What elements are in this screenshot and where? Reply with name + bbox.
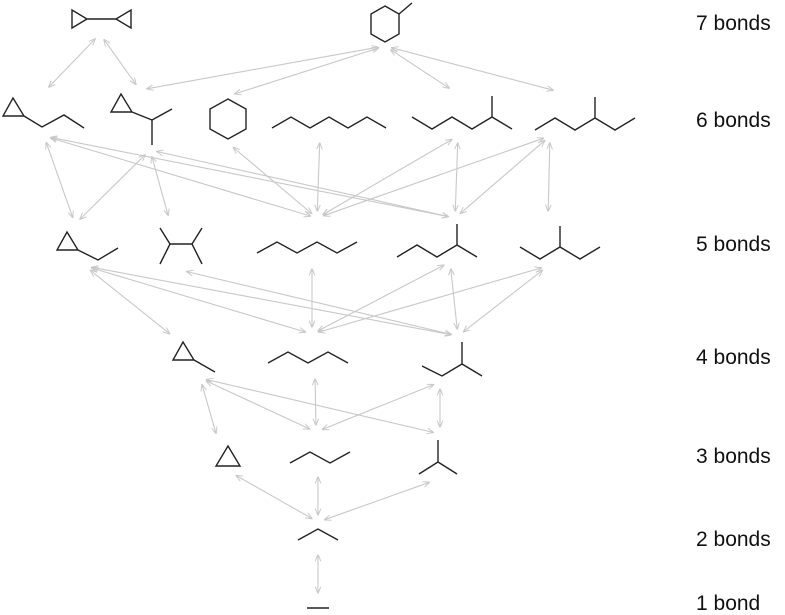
level-label-7-bonds: 7 bonds — [696, 12, 771, 35]
molecule-isopropylcyclopropane — [109, 92, 173, 145]
arrow-2-3-dimethylbutane-to-2-methylbutane — [187, 272, 451, 335]
molecule-propane — [297, 528, 339, 541]
molecule-hexane — [256, 241, 358, 254]
arrow-isobutane-to-propane — [325, 482, 430, 519]
molecule-butane — [289, 451, 351, 464]
molecule-layer — [1, 2, 636, 609]
molecule-3-methylpentane — [519, 226, 601, 260]
molecule-ethylcyclopropane — [55, 230, 119, 261]
molecule-bicyclopropyl — [71, 8, 132, 30]
arrow-layer — [46, 39, 553, 593]
level-label-4-bonds: 4 bonds — [696, 346, 771, 369]
arrow-ethylcyclopropane-to-2-methylbutane — [92, 267, 451, 334]
arrow-3-methylpentane-to-pentane — [319, 268, 542, 332]
molecule-cyclohexane — [209, 98, 247, 140]
molecule-pentane — [267, 351, 349, 364]
level-label-2-bonds: 2 bonds — [696, 528, 771, 551]
molecule-heptane — [271, 116, 387, 129]
arrow-methylcyclohexane-to-cyclohexane — [235, 48, 379, 94]
arrow-bicyclopropyl-to-propylcyclopropane — [49, 39, 95, 87]
arrow-2-methylpentane-to-pentane — [318, 265, 444, 331]
molecule-methylcyclohexane — [370, 2, 413, 43]
arrow-cyclohexane-to-hexane — [233, 148, 311, 214]
molecule-cyclopropane — [214, 444, 242, 467]
level-label-5-bonds: 5 bonds — [696, 233, 771, 256]
arrow-3-methylhexane-to-3-methylpentane — [548, 143, 550, 211]
arrow-propylcyclopropane-to-ethylcyclopropane — [46, 143, 72, 218]
molecule-methylcyclopropane — [171, 340, 216, 373]
arrow-methylcyclohexane-to-3-methylhexane — [392, 48, 553, 90]
arrow-isopropylcyclopropane-to-2-methylpentane — [157, 152, 448, 217]
arrow-3-methylhexane-to-2-methylpentane — [460, 141, 544, 214]
molecule-2-methylhexane — [411, 96, 513, 130]
arrow-cyclopropane-to-propane — [236, 476, 312, 519]
arrow-methylcyclohexane-to-isopropylcyclopropane — [147, 47, 378, 89]
arrow-methylcyclopropane-to-butane — [206, 381, 309, 429]
level-label-3-bonds: 3 bonds — [696, 445, 771, 468]
arrow-2-methylhexane-to-2-methylpentane — [455, 143, 457, 211]
arrow-3-methylpentane-to-2-methylbutane — [464, 270, 543, 331]
arrow-bicyclopropyl-to-isopropylcyclopropane — [104, 40, 136, 85]
level-label-1-bond: 1 bond — [696, 592, 761, 615]
arrow-ethylcyclopropane-to-pentane — [92, 268, 306, 332]
arrow-2-methylbutane-to-butane — [323, 385, 434, 430]
arrow-pentane-to-butane — [315, 379, 316, 425]
molecule-2-methylbutane — [421, 342, 483, 377]
arrow-heptane-to-hexane — [317, 143, 319, 211]
molecule-2-methylpentane — [396, 224, 478, 258]
molecule-2-3-dimethylbutane — [159, 227, 203, 265]
arrow-isopropylcyclopropane-to-ethylcyclopropane — [80, 155, 145, 219]
molecule-propylcyclopropane — [1, 96, 85, 129]
level-label-6-bonds: 6 bonds — [696, 109, 771, 132]
arrow-methylcyclopropane-to-isobutane — [207, 380, 433, 433]
arrow-methylcyclopropane-to-cyclopropane — [202, 385, 216, 434]
molecule-isobutane — [418, 440, 458, 475]
arrow-isopropylcyclopropane-to-2-3-dimethylbutane — [152, 157, 168, 216]
molecule-3-methylhexane — [534, 97, 636, 131]
arrow-2-methylpentane-to-2-methylbutane — [451, 269, 457, 329]
